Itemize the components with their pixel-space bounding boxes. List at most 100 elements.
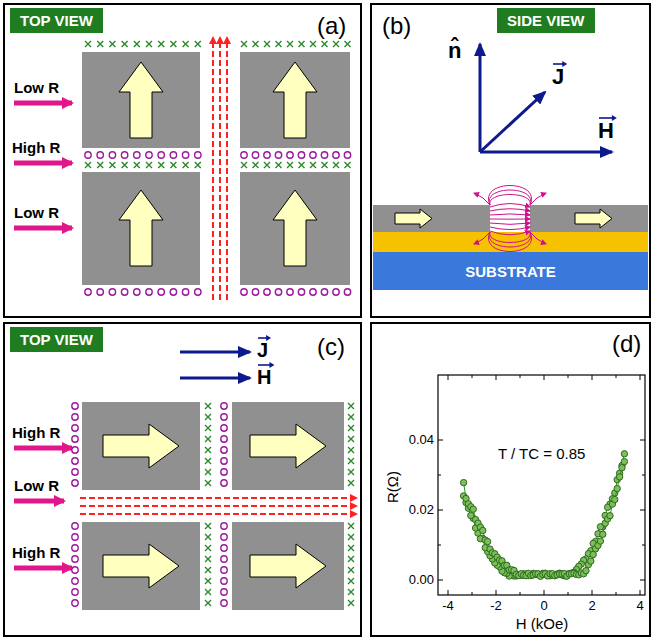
data-point xyxy=(583,568,589,574)
pole-mark xyxy=(221,523,227,529)
field-line xyxy=(488,232,531,252)
current-path xyxy=(80,498,356,514)
field-line xyxy=(490,204,530,207)
pole-mark xyxy=(183,41,189,47)
pole-mark xyxy=(348,600,354,606)
axis-title: R(Ω) xyxy=(385,471,400,503)
pole-mark xyxy=(72,447,78,453)
pole-mark xyxy=(72,578,78,584)
pole-mark xyxy=(221,425,227,431)
pole-mark xyxy=(310,152,316,158)
pole-mark xyxy=(146,41,152,47)
view-title: TOP VIEW xyxy=(20,331,93,348)
pole-mark xyxy=(321,152,327,158)
pole-mark xyxy=(322,162,328,168)
pole-mark xyxy=(158,41,164,47)
pole-mark xyxy=(205,447,211,453)
tick-label: 4 xyxy=(636,599,643,612)
pole-mark xyxy=(221,589,227,595)
pole-mark xyxy=(182,152,188,158)
pole-mark xyxy=(72,469,78,475)
pole-mark xyxy=(72,534,78,540)
magnet-squares xyxy=(82,52,350,285)
pole-mark xyxy=(72,436,78,442)
field-line xyxy=(489,232,531,247)
pole-mark xyxy=(205,469,211,475)
view-tag: TOP VIEW xyxy=(10,8,103,33)
vector-name: J xyxy=(552,66,564,88)
axis-title: H (kOe) xyxy=(516,616,569,631)
pole-mark xyxy=(348,436,354,442)
pole-mark xyxy=(252,152,258,158)
pole-mark xyxy=(221,600,227,606)
pole-mark xyxy=(72,480,78,486)
pole-mark xyxy=(348,523,354,529)
tick-label: 2 xyxy=(588,599,595,612)
pole-mark xyxy=(241,289,247,295)
panel-letter: (b) xyxy=(382,14,411,38)
pole-mark xyxy=(241,41,247,47)
pole-mark xyxy=(221,458,227,464)
pole-mark xyxy=(205,458,211,464)
pole-mark xyxy=(109,289,115,295)
pole-mark xyxy=(85,162,91,168)
pole-mark xyxy=(205,600,211,606)
pole-mark xyxy=(72,600,78,606)
field-line xyxy=(530,193,546,205)
pole-mark xyxy=(205,480,211,486)
panel-letter: (c) xyxy=(317,335,345,359)
pole-mark xyxy=(170,41,176,47)
pole-mark xyxy=(146,152,152,158)
pole-mark xyxy=(109,162,115,168)
pole-mark xyxy=(72,556,78,562)
tick-label: -4 xyxy=(442,599,454,612)
pole-mark xyxy=(221,578,227,584)
pole-mark xyxy=(183,162,189,168)
pole-mark xyxy=(348,425,354,431)
pole-mark xyxy=(253,41,259,47)
data-curve xyxy=(464,454,625,576)
data-curve xyxy=(464,462,625,577)
field-line xyxy=(490,214,530,215)
vector-arrow xyxy=(553,63,563,65)
pole-mark xyxy=(348,447,354,453)
pole-mark xyxy=(85,152,91,158)
pole-mark xyxy=(264,289,270,295)
pole-mark xyxy=(287,152,293,158)
field-line xyxy=(474,193,490,205)
pole-mark xyxy=(97,289,103,295)
field-line xyxy=(489,190,531,205)
axis-ticks xyxy=(438,375,645,595)
pole-mark xyxy=(170,162,176,168)
pole-mark xyxy=(205,425,211,431)
pole-mark xyxy=(205,545,211,551)
field-line xyxy=(474,232,490,244)
pole-mark xyxy=(146,162,152,168)
resistance-state: Low R xyxy=(14,80,59,95)
data-point xyxy=(484,538,490,544)
pole-mark xyxy=(72,414,78,420)
data-point xyxy=(480,527,486,533)
pole-mark xyxy=(345,41,351,47)
vector-name: J xyxy=(257,340,268,360)
data-point xyxy=(470,506,476,512)
pole-mark xyxy=(348,545,354,551)
data-point xyxy=(619,465,625,471)
pole-mark xyxy=(252,289,258,295)
pole-mark xyxy=(241,152,247,158)
magnetization-arrow xyxy=(273,62,317,138)
field-lines xyxy=(474,186,546,252)
pole-mark xyxy=(205,403,211,409)
data-point xyxy=(607,513,613,519)
pole-mark xyxy=(221,469,227,475)
data-point xyxy=(616,474,622,480)
pole-mark xyxy=(348,480,354,486)
pole-mark xyxy=(348,458,354,464)
substrate-band: SUBSTRATE xyxy=(373,252,648,290)
pole-mark xyxy=(205,414,211,420)
data-point xyxy=(460,479,466,485)
pole-mark xyxy=(264,41,270,47)
pole-mark xyxy=(276,41,282,47)
field-line xyxy=(490,227,530,230)
pole-mark xyxy=(221,556,227,562)
